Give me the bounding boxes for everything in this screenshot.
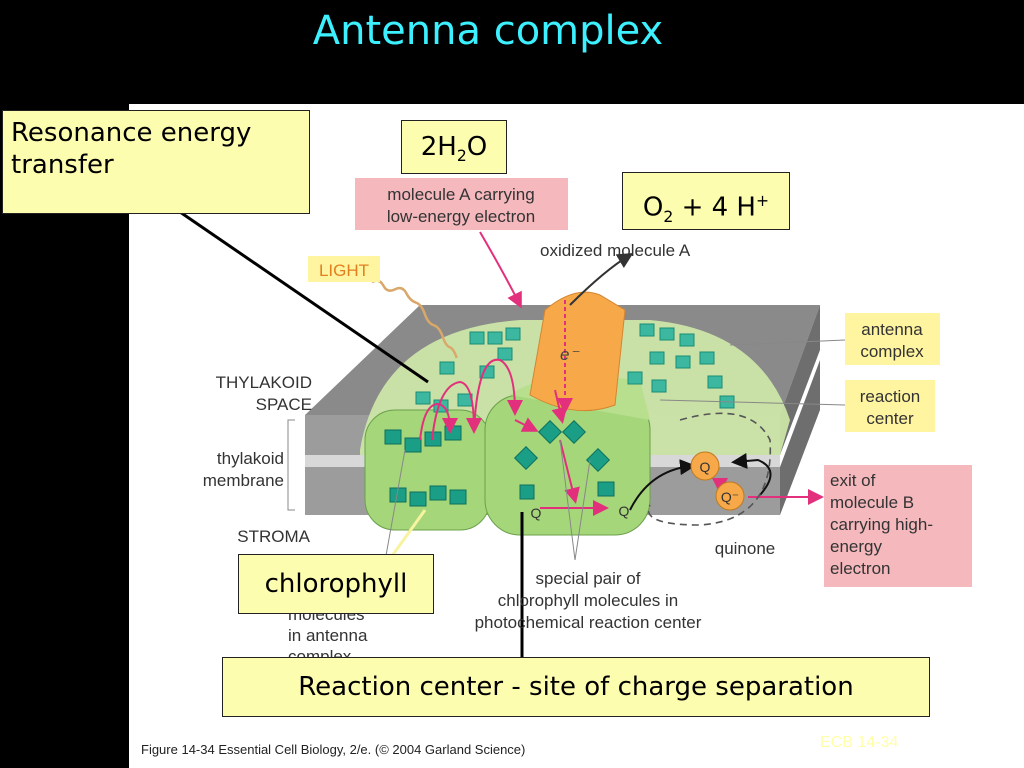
special-pair-label-3: photochemical reaction center	[475, 613, 702, 632]
chlorophyll-pointer	[390, 509, 427, 557]
reaction-center-callout-text: Reaction center - site of charge separat…	[298, 672, 854, 702]
exit-label-4: energy	[830, 537, 882, 556]
oxygen-callout: O2 + 4 H+	[622, 172, 790, 230]
molecule-a-label-line2: low-energy electron	[387, 207, 535, 226]
membrane-label-2: membrane	[203, 471, 284, 490]
q-label: Q	[700, 459, 711, 475]
figure-caption: Figure 14-34 Essential Cell Biology, 2/e…	[141, 742, 526, 757]
oxygen-prefix: O	[642, 192, 664, 223]
slide-title: Antenna complex	[312, 8, 664, 54]
stroma-label: STROMA	[237, 527, 310, 546]
chlorophyll-molecules	[384, 323, 735, 507]
chlorophyll-callout: chlorophyll	[238, 554, 434, 614]
q-minus-label: Q⁻	[721, 489, 739, 505]
q-label-mid: Q	[619, 503, 630, 519]
electron-label: e⁻	[560, 345, 580, 364]
water-callout: 2H2O	[401, 120, 507, 174]
molecule-a-label-line1: molecule A carrying	[387, 185, 534, 204]
resonance-pointer	[179, 210, 429, 384]
thylakoid-space-label-2: SPACE	[256, 395, 312, 414]
chl-molecules-label-2: in antenna	[288, 626, 368, 645]
quinone-label: quinone	[715, 539, 776, 558]
water-suffix: O	[466, 132, 488, 162]
chlorophyll-callout-text: chlorophyll	[264, 569, 408, 599]
reaction-center-callout: Reaction center - site of charge separat…	[222, 657, 930, 717]
q-label-left: Q	[531, 505, 542, 521]
water-prefix: 2H	[420, 132, 457, 162]
special-pair-label-1: special pair of	[536, 569, 641, 588]
resonance-callout: Resonance energy transfer	[2, 110, 310, 214]
quinone-circles	[690, 451, 745, 511]
reaction-label-2: center	[866, 409, 914, 428]
exit-label-1: exit of	[830, 471, 876, 490]
reaction-label-1: reaction	[860, 387, 920, 406]
antenna-complex-front	[364, 409, 491, 531]
slide-code: ECB 14-34	[820, 734, 899, 751]
antenna-label-1: antenna	[861, 320, 923, 339]
thylakoid-space-label-1: THYLAKOID	[216, 373, 312, 392]
oxidized-molecule-label: oxidized molecule A	[540, 241, 691, 260]
electron-path	[479, 231, 824, 516]
molecule-a-label-bg	[355, 178, 568, 230]
membrane-label-1: thylakoid	[217, 449, 284, 468]
exit-label-3: carrying high-	[830, 515, 933, 534]
light-wave	[371, 279, 458, 359]
resonance-callout-text: Resonance energy transfer	[11, 118, 252, 180]
exit-label-5: electron	[830, 559, 890, 578]
antenna-label-2: complex	[860, 342, 924, 361]
antenna-label-bg	[845, 313, 940, 365]
oxygen-superscript: +	[755, 192, 770, 210]
special-pair-label-2: chlorophyll molecules in	[498, 591, 678, 610]
exit-label-2: molecule B	[830, 493, 914, 512]
reaction-label-bg	[845, 380, 935, 432]
exit-label-bg	[824, 465, 972, 587]
light-label-bg	[308, 256, 380, 282]
oxygen-subscript: 2	[663, 207, 674, 226]
water-subscript: 2	[456, 147, 467, 166]
light-label: LIGHT	[319, 261, 369, 280]
oxygen-middle: + 4 H	[673, 192, 756, 223]
